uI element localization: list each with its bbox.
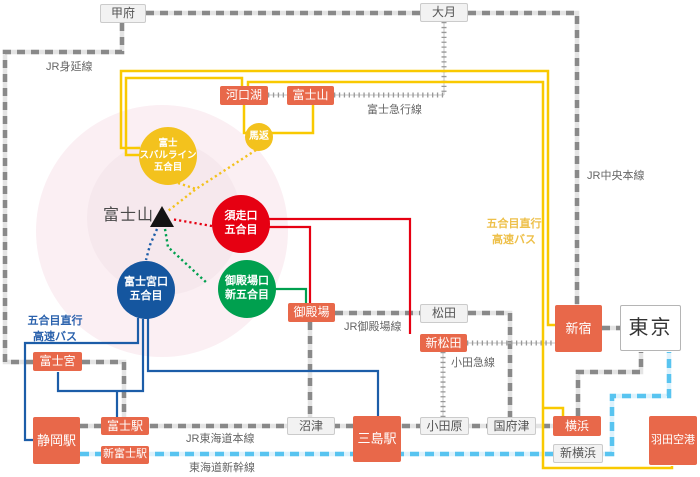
line-label-odakyu: 小田急線 <box>451 357 495 369</box>
station-box-shinjuku: 新宿 <box>555 305 602 352</box>
station-box-gotemba: 御殿場 <box>288 303 335 322</box>
trailhead-fujinomiya-5th: 富士宮口 五合目 <box>117 261 175 319</box>
trailhead-label-line: 新五合目 <box>225 289 269 301</box>
station-box-kozu: 国府津 <box>487 417 536 435</box>
station-box-shinfuji: 新富士駅 <box>101 446 149 464</box>
jr-lines <box>2 10 644 429</box>
bus-label-line: 五合目直行 <box>486 218 542 230</box>
trailhead-label-line: 富士 <box>158 138 178 150</box>
bus-label-line: 高速バス <box>33 330 77 343</box>
mount-fuji-summit-triangle-icon <box>150 206 174 227</box>
private-rail-lines <box>268 22 555 417</box>
line-label-tokaido-main: JR東海道本線 <box>186 433 255 445</box>
station-box-shinmatsuda: 新松田 <box>420 334 467 352</box>
line-label-gotemba-line: JR御殿場線 <box>344 321 402 333</box>
fujinomiya-bus-routes <box>23 317 380 442</box>
stop-umagaeshi: 馬返 <box>245 123 273 151</box>
trailhead-label-line: 五合目 <box>153 161 183 173</box>
trailhead-label-line: スバルライン <box>139 150 197 162</box>
trailhead-subashiri-5th: 須走口 五合目 <box>212 195 270 253</box>
station-box-kofu: 甲府 <box>100 4 146 23</box>
trailhead-label-line: 御殿場口 <box>225 275 269 288</box>
bus-label-right: 五合目直行 高速バス <box>483 217 545 249</box>
trailhead-subaru-line-5th: 富士 スバルライン 五合目 <box>139 127 197 185</box>
station-box-shizuoka: 静岡駅 <box>33 417 80 464</box>
station-box-haneda: 羽田空港 <box>649 416 697 465</box>
bus-label-left: 五合目直行 高速バス <box>24 314 86 346</box>
station-box-mishima: 三島駅 <box>353 416 401 462</box>
station-box-fuji-station: 富士駅 <box>101 417 149 435</box>
bus-label-line: 五合目直行 <box>27 315 83 327</box>
line-label-shinkansen: 東海道新幹線 <box>189 462 255 474</box>
station-box-odawara: 小田原 <box>420 417 469 435</box>
trailhead-label-line: 富士宮口 <box>124 276 168 289</box>
gotemba-bus-route <box>275 287 308 303</box>
station-box-kawaguchiko: 河口湖 <box>220 86 268 105</box>
station-box-numazu: 沼津 <box>287 417 335 435</box>
mount-fuji-label: 富士山 <box>103 207 155 224</box>
station-box-otsuki: 大月 <box>420 3 468 22</box>
trailhead-label-line: 須走口 <box>224 210 258 223</box>
line-label-fujikyu: 富士急行線 <box>367 104 422 116</box>
subashiri-bus-routes <box>268 217 412 334</box>
trailhead-gotemba-new-5th: 御殿場口 新五合目 <box>218 260 276 318</box>
line-label-chuo: JR中央本線 <box>587 170 645 182</box>
line-label-minobu: JR身延線 <box>46 61 93 73</box>
station-box-shinyokohama: 新横浜 <box>553 444 603 463</box>
trailhead-label-line: 五合目 <box>224 224 258 236</box>
climbing-trails <box>144 148 257 285</box>
highway-bus-yellow-routes <box>119 69 674 470</box>
station-box-fujinomiya: 富士宮 <box>33 352 82 371</box>
station-box-matsuda: 松田 <box>420 304 468 323</box>
station-box-tokyo: 東京 <box>620 305 681 351</box>
station-box-fujisan: 富士山 <box>287 86 334 105</box>
bus-label-line: 高速バス <box>492 233 536 246</box>
trailhead-label-line: 五合目 <box>129 290 163 302</box>
shinkansen-line <box>80 352 672 457</box>
station-box-yokohama: 横浜 <box>553 416 601 436</box>
